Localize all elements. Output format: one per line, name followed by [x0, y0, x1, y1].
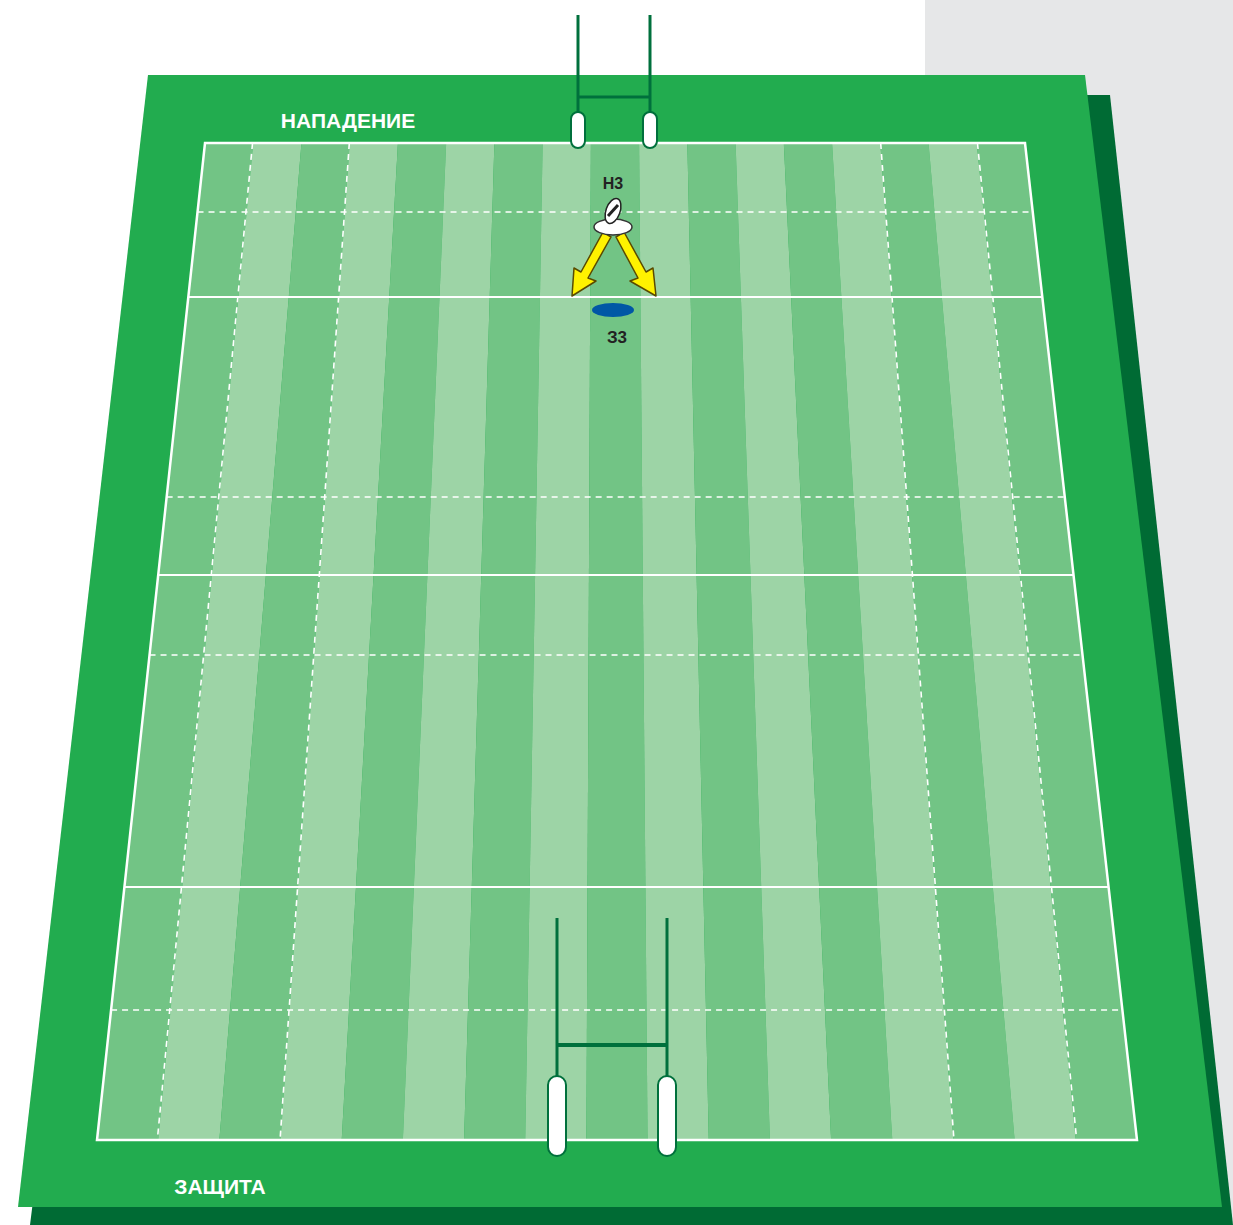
touch-line [97, 143, 1137, 1140]
dashed-line [157, 143, 252, 1140]
goal-posts [571, 15, 657, 148]
goal-posts [548, 918, 676, 1156]
grass-stripe [977, 143, 1137, 1140]
team-label: НАПАДЕНИЕ [281, 109, 415, 133]
grass-stripe [586, 143, 647, 1140]
dashed-line [167, 496, 1065, 498]
field-surround [18, 75, 1222, 1207]
grass-stripe [525, 143, 591, 1140]
player-label: З3 [607, 328, 627, 348]
field-line [158, 574, 1073, 576]
dashed-line [150, 654, 1083, 656]
defender-marker [592, 303, 634, 317]
field-line [188, 296, 1042, 298]
movement-arrows [572, 232, 656, 296]
dashed-line [111, 1009, 1122, 1011]
player-label: Н3 [603, 175, 623, 193]
team-label: ЗАЩИТА [174, 1175, 266, 1199]
field-line [124, 886, 1108, 888]
attacker-with-ball [594, 196, 632, 235]
dashed-line [881, 143, 954, 1140]
dashed-line [280, 143, 349, 1140]
field-lines [97, 143, 1137, 1140]
grass-stripes [97, 143, 1137, 1140]
dashed-line [977, 143, 1076, 1140]
